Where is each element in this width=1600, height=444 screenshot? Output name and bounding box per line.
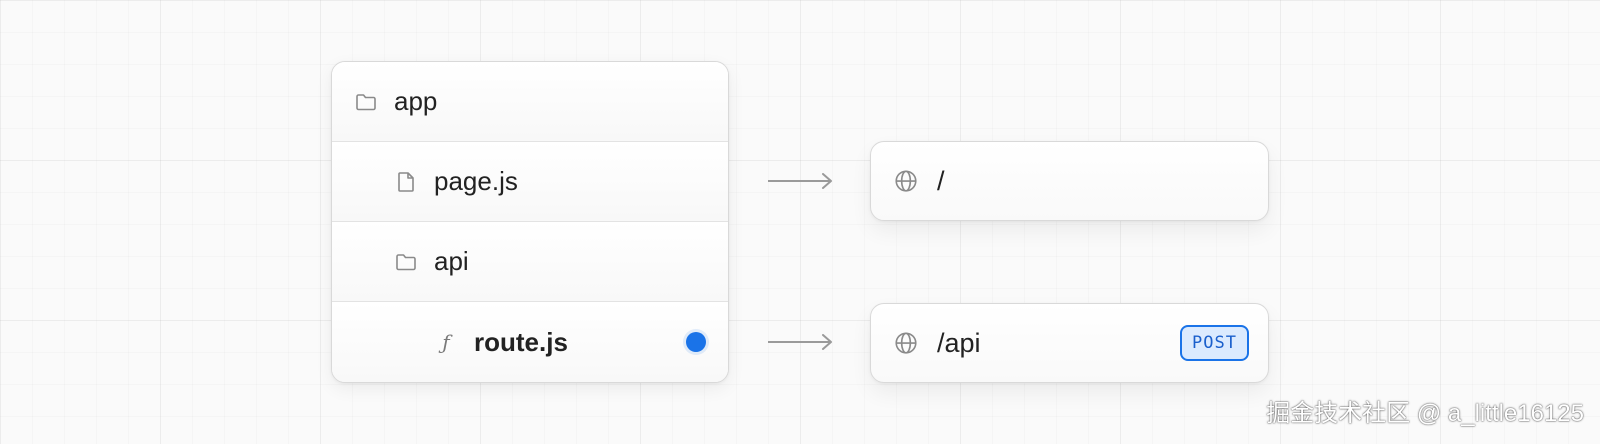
tree-item-label: page.js	[434, 166, 518, 196]
file-icon	[394, 170, 418, 194]
globe-icon	[893, 330, 919, 356]
tree-item-label: route.js	[474, 326, 568, 357]
tree-item-page-file[interactable]: page.js	[332, 142, 728, 222]
folder-icon	[354, 90, 378, 114]
tree-item-api-folder[interactable]: api	[332, 222, 728, 302]
arrow-right-icon	[768, 334, 832, 350]
route-api[interactable]: /api POST	[870, 303, 1269, 383]
tree-item-app-folder[interactable]: app	[332, 62, 728, 142]
globe-icon	[893, 168, 919, 194]
route-root[interactable]: /	[870, 141, 1269, 221]
function-icon: ƒ	[434, 330, 458, 354]
watermark: 掘金技术社区 @ a_little16125	[1266, 400, 1584, 427]
http-method-badge: POST	[1180, 325, 1249, 361]
route-path: /api	[937, 327, 981, 358]
function-glyph: ƒ	[442, 330, 450, 354]
route-path: /	[937, 165, 945, 196]
active-indicator-dot	[686, 332, 706, 352]
tree-item-label: api	[434, 246, 469, 276]
arrow-right-icon	[768, 173, 832, 189]
file-tree: app page.js api ƒ route.js	[331, 61, 729, 383]
folder-icon	[394, 250, 418, 274]
tree-item-label: app	[394, 86, 438, 116]
tree-item-route-file[interactable]: ƒ route.js	[332, 302, 728, 382]
